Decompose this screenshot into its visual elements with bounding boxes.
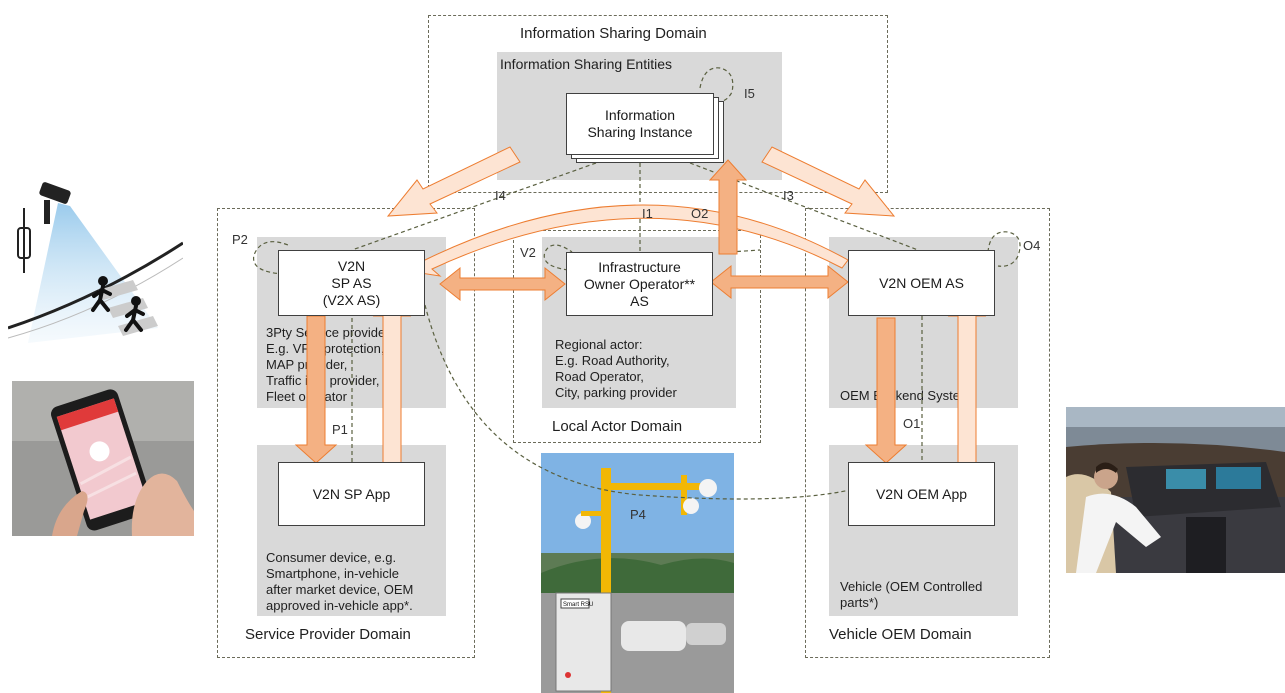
v2n-oem-as-box[interactable]: V2N OEM AS [848, 250, 995, 316]
service-provider-domain [217, 208, 475, 658]
vehicle-parts-description: Vehicle (OEM Controlled parts*) [840, 579, 983, 610]
local-actor-domain [513, 230, 761, 443]
infra-oem-bidirectional-arrow [710, 264, 849, 300]
i3-link [689, 162, 919, 251]
i5-loop [699, 67, 734, 103]
v2-stub [729, 249, 761, 253]
vehicle-oem-domain [805, 208, 1050, 658]
vehicle-interior-photo [1066, 407, 1285, 573]
interface-o1-label: O1 [903, 416, 921, 431]
information-sharing-domain [428, 15, 888, 193]
v2n-oem-app-box[interactable]: V2N OEM App [848, 462, 995, 526]
information-sharing-entities-label: Information Sharing Entities [500, 56, 672, 72]
information-sharing-instance-box[interactable]: Information Sharing Instance [566, 93, 714, 155]
info-to-oem-arrow [761, 146, 896, 217]
interface-i4-label: I4 [495, 188, 506, 203]
infra-to-info-arrow [708, 159, 748, 255]
infrastructure-owner-operator-as-box[interactable]: Infrastructure Owner Operator** AS [566, 252, 713, 316]
smart-rsu-label: Smart RSU [563, 602, 593, 608]
interface-o4-label: O4 [1023, 238, 1041, 253]
v2n-sp-app-box[interactable]: V2N SP App [278, 462, 425, 526]
local-actor-domain-label: Local Actor Domain [552, 418, 683, 435]
interface-p4-label: P4 [630, 507, 646, 522]
o1-up-arrow [947, 297, 987, 466]
interface-o2-label: O2 [691, 206, 709, 221]
interface-i1-label: I1 [642, 206, 653, 221]
p1-down-arrow [294, 315, 338, 464]
i4-link [351, 162, 597, 251]
roadside-unit-photo: Smart RSU [541, 453, 734, 693]
interface-p2-label: P2 [232, 232, 248, 247]
p2-loop [252, 241, 289, 275]
o1-down-arrow [864, 317, 908, 464]
service-provider-domain-label: Service Provider Domain [245, 626, 411, 643]
o4-loop [987, 231, 1021, 267]
p1-up-arrow [372, 297, 412, 466]
interface-i5-label: I5 [744, 86, 755, 101]
vehicle-oem-domain-label: Vehicle OEM Domain [829, 626, 972, 643]
consumer-device-description: Consumer device, e.g. Smartphone, in-veh… [266, 550, 414, 613]
interface-v2-label: V2 [520, 245, 536, 260]
crosswalk-camera-illustration [8, 178, 183, 358]
information-sharing-domain-label: Information Sharing Domain [520, 25, 707, 42]
regional-actor-description: Regional actor: E.g. Road Authority, Roa… [555, 337, 677, 400]
interface-i3-label: I3 [783, 188, 794, 203]
v2n-sp-as-box[interactable]: V2N SP AS (V2X AS) [278, 250, 425, 316]
o2-curve-arrow [413, 204, 849, 277]
interface-p1-label: P1 [332, 422, 348, 437]
smartphone-photo [12, 381, 194, 536]
p4-link [424, 304, 851, 500]
sp-infra-bidirectional-arrow [439, 266, 566, 302]
info-to-sp-arrow [386, 146, 521, 217]
